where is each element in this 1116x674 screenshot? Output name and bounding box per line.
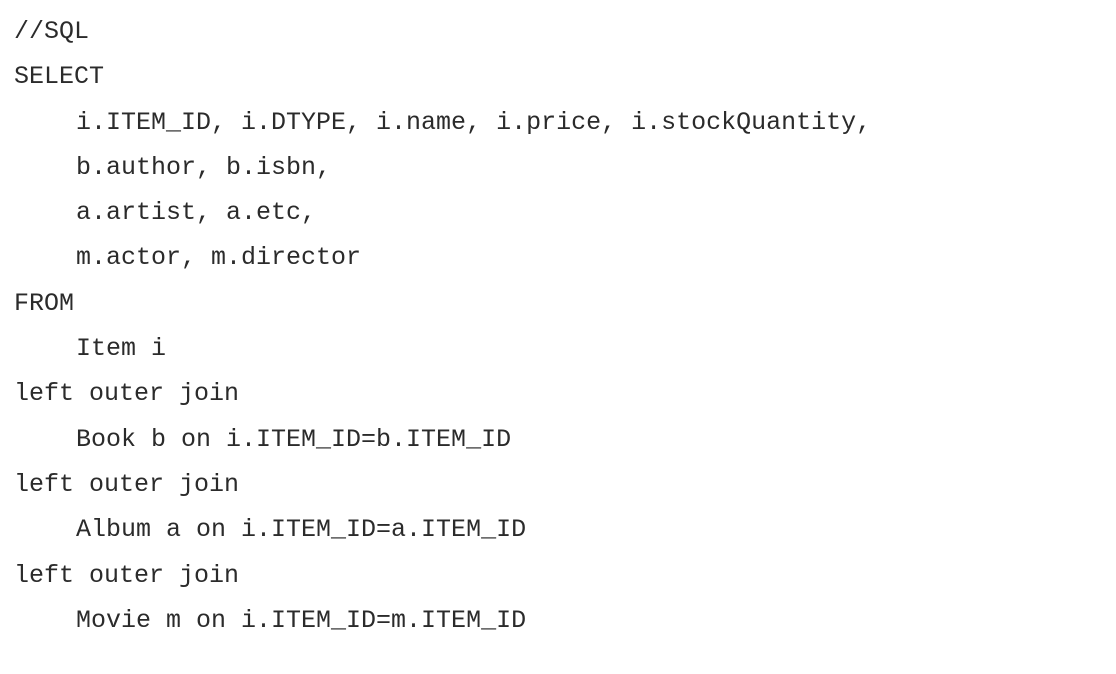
code-line-from: FROM	[14, 288, 75, 318]
code-line-comment: //SQL	[14, 17, 90, 46]
code-line-movie-condition: Movie m on i.ITEM_ID=m.ITEM_ID	[76, 605, 527, 635]
code-line-album-condition: Album a on i.ITEM_ID=a.ITEM_ID	[76, 515, 527, 545]
code-line-join-movie: left outer join	[14, 560, 240, 590]
code-line-item-columns: i.ITEM_ID, i.DTYPE, i.name, i.price, i.s…	[76, 107, 872, 137]
code-line-join-book: left outer join	[14, 379, 240, 409]
code-line-join-album: left outer join	[14, 469, 240, 499]
code-line-select: SELECT	[14, 62, 105, 92]
sql-code-block: //SQL SELECT i.ITEM_ID, i.DTYPE, i.name,…	[14, 14, 1104, 648]
code-line-book-condition: Book b on i.ITEM_ID=b.ITEM_ID	[76, 424, 512, 454]
code-line-book-columns: b.author, b.isbn,	[76, 152, 332, 182]
code-line-album-columns: a.artist, a.etc,	[76, 198, 317, 228]
code-line-movie-columns: m.actor, m.director	[76, 243, 362, 273]
code-line-item-table: Item i	[76, 334, 167, 364]
